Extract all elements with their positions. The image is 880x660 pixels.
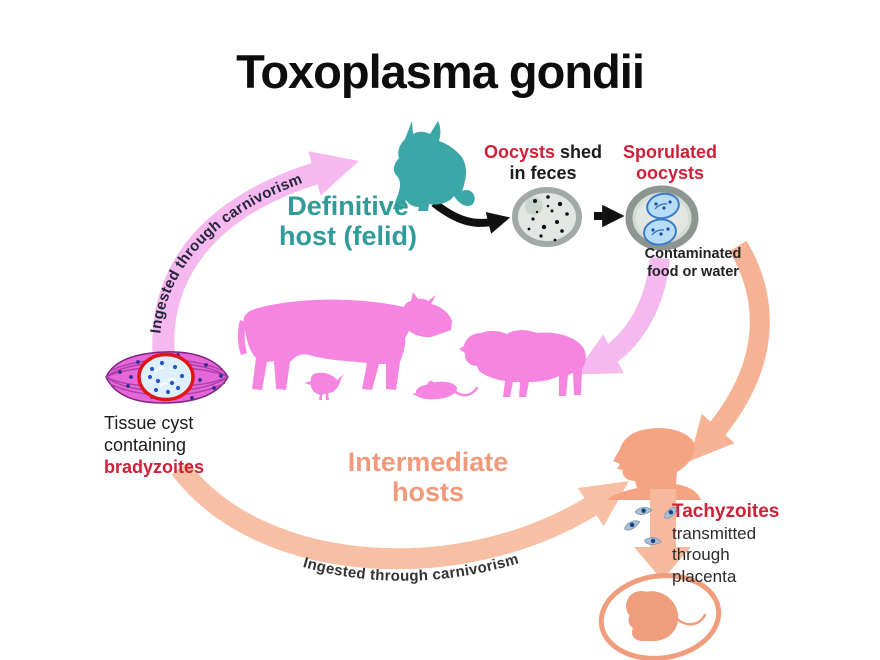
definitive-host-line1: Definitive [287,191,409,221]
page-title: Toxoplasma gondii [236,45,645,98]
contaminated-food-label: Contaminated food or water [628,246,758,281]
bradyzoites-word: bradyzoites [104,457,205,477]
contaminated-line2: food or water [647,263,739,280]
contaminated-line1: Contaminated [644,246,742,262]
mouse-silhouette [412,380,479,400]
arrow-oocysts-to-human [689,240,770,462]
fetus-in-womb-icon [598,573,722,660]
tachyzoites-word: Tachyzoites [672,501,780,522]
arrow-ingested-carnivorism-to-human [171,461,629,570]
sporulated-line2: oocysts [635,163,705,183]
oocysts-word: Oocysts [483,142,556,162]
tachyzoites-line3: through [672,545,730,564]
oocysts-rest: shed [555,142,603,162]
sporulated-line1: Sporulated [622,142,717,162]
sporulated-oocyst-icon [625,185,699,251]
bird-silhouette [304,372,344,400]
cow-silhouette [237,292,452,390]
arrow-oocysts-to-animals [574,256,670,375]
oocysts-line2: in feces [509,163,577,183]
tachyzoites-line4: placenta [672,566,737,586]
intermediate-line2: hosts [391,477,464,507]
tachyzoites-label: Tachyzoites transmitted through placenta [672,501,779,587]
tissue-line2: containing [104,435,187,455]
oocysts-shed-label: Oocysts shed in feces [478,142,608,184]
sporulated-oocysts-label: Sporulated oocysts [612,142,728,184]
tissue-cyst-label: Tissue cyst containing bradyzoites [104,412,204,478]
tissue-line1: Tissue cyst [104,413,194,433]
definitive-host-label: Definitive host (felid) [250,191,446,251]
tissue-cyst-icon [105,351,229,404]
human-head-silhouette [607,428,701,500]
sheep-silhouette [459,330,586,397]
arrow-ingested-carnivorism-to-cat [152,151,359,361]
intermediate-hosts-label: Intermediate hosts [328,447,528,507]
tachyzoites-icon [624,506,679,545]
tachyzoites-line2: transmitted [672,523,757,543]
cat-silhouette [393,121,475,211]
arrow-cat-to-oocyst [431,199,511,234]
arrow-head-to-fetus [634,489,691,580]
definitive-host-line2: host (felid) [279,221,417,251]
intermediate-line1: Intermediate [347,447,509,477]
unsporulated-oocyst-icon [512,187,582,247]
